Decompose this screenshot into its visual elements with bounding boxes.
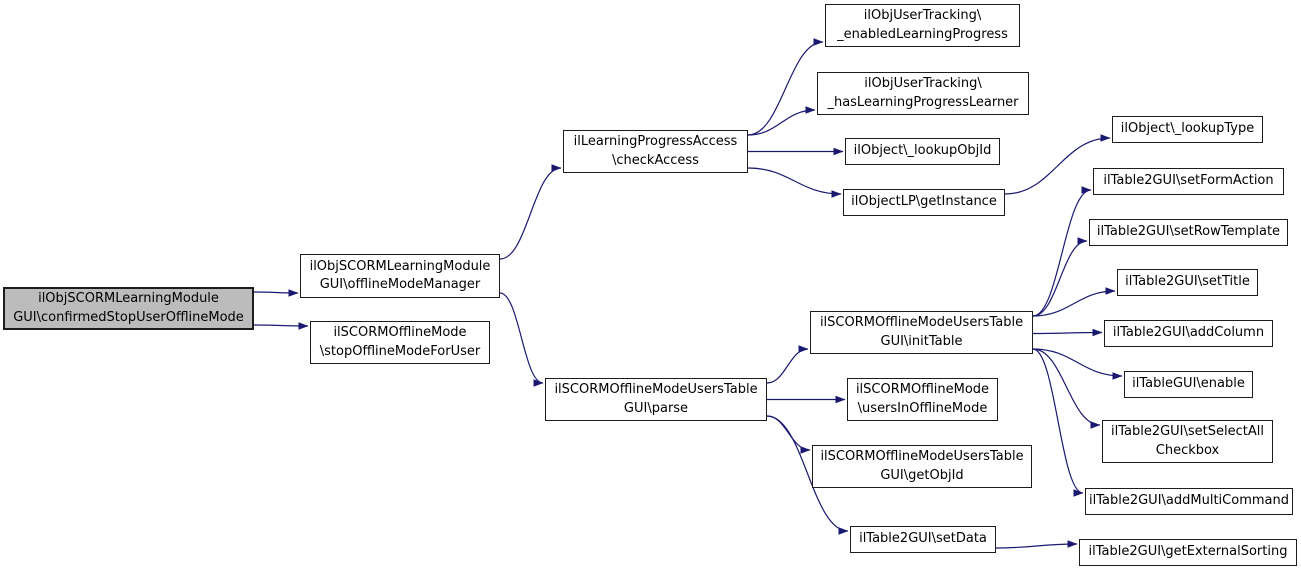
edge-initTable-to-addMultiCommand: [1032, 348, 1084, 497]
node-getInstance[interactable]: ilObjectLP\getInstance: [843, 189, 1005, 216]
node-label: GUI\confirmedStopUserOfflineMode: [13, 309, 244, 325]
node-label: GUI\offlineModeManager: [319, 277, 481, 292]
node-label: ilObjUserTracking\: [864, 76, 982, 91]
node-enabledLearningProgress[interactable]: ilObjUserTracking\ _enabledLearningProgre…: [825, 4, 1020, 47]
node-label: ilObjUserTracking\: [863, 8, 982, 23]
node-label: \usersInOfflineMode: [857, 400, 988, 416]
node-label: ilSCORMOfflineModeUsersTable: [819, 315, 1024, 330]
edge-initTable-to-addColumn: [1032, 328, 1103, 337]
node-checkAccess[interactable]: ilLearningProgressAccess \checkAccess: [563, 130, 748, 173]
edge-initTable-to-setSelectAllCheckbox: [1032, 348, 1101, 429]
edge-confirmedStopUserOfflineMode-to-stopOfflineModeForUser: [253, 322, 309, 330]
node-addMultiCommand[interactable]: ilTable2GUI\addMultiCommand: [1085, 488, 1293, 515]
edge-confirmedStopUserOfflineMode-to-offlineModeManager: [253, 289, 299, 297]
node-label: ilSCORMOfflineMode: [855, 382, 990, 397]
node-label: ilTable2GUI\getExternalSorting: [1088, 544, 1288, 560]
node-lookupType[interactable]: ilObject\_lookupType: [1112, 116, 1263, 143]
edge-initTable-to-setTitle: [1032, 287, 1116, 317]
edge-parse-to-initTable: [766, 345, 809, 384]
node-label: _enabledLearningProgress: [837, 26, 1008, 42]
node-label: \stopOfflineModeForUser: [319, 343, 481, 359]
node-addColumn[interactable]: ilTable2GUI\addColumn: [1104, 320, 1273, 347]
node-label: ilObjectLP\getInstance: [851, 194, 997, 210]
node-label: \checkAccess: [612, 152, 699, 168]
node-getExternalSorting[interactable]: ilTable2GUI\getExternalSorting: [1079, 539, 1297, 566]
node-label: ilObjSCORMLearningModule: [38, 291, 219, 306]
node-label: GUI\initTable: [880, 333, 963, 349]
node-label: ilTable2GUI\setRowTemplate: [1096, 224, 1281, 240]
node-label: ilTable2GUI\setFormAction: [1103, 173, 1274, 189]
node-label: ilTable2GUI\setData: [859, 531, 987, 547]
node-label: ilObjSCORMLearningModule: [309, 258, 491, 274]
edge-checkAccess-to-enabledLearningProgress: [747, 38, 824, 136]
node-label: ilObject\_lookupType: [1120, 121, 1255, 137]
edge-checkAccess-to-getInstance: [747, 167, 842, 198]
node-label: ilSCORMOfflineModeUsersTable: [554, 382, 758, 397]
node-label: GUI\parse: [623, 400, 689, 416]
node-label: ilObject\_lookupObjId: [853, 143, 992, 159]
edge-initTable-to-setFormAction: [1032, 186, 1092, 317]
node-label: ilTable2GUI\setTitle: [1125, 274, 1250, 290]
edge-setData-to-getExternalSorting: [995, 540, 1078, 549]
node-label: ilTable2GUI\setSelectAll: [1110, 424, 1264, 439]
edge-initTable-to-enable: [1032, 348, 1123, 380]
node-enable[interactable]: ilTableGUI\enable: [1124, 371, 1253, 398]
edge-parse-to-getObjId: [766, 415, 811, 454]
node-setTitle[interactable]: ilTable2GUI\setTitle: [1117, 269, 1258, 296]
node-setFormAction[interactable]: ilTable2GUI\setFormAction: [1093, 168, 1284, 195]
node-label: ilLearningProgressAccess: [573, 134, 738, 149]
node-usersInOfflineMode[interactable]: ilSCORMOfflineMode \usersInOfflineMode: [847, 378, 998, 421]
node-label: ilSCORMOfflineModeUsersTable: [820, 449, 1024, 464]
edge-checkAccess-to-hasLearningProgressLearner: [747, 106, 816, 136]
node-label: _hasLearningProgressLearner: [827, 94, 1019, 110]
node-label: ilSCORMOfflineMode: [333, 325, 467, 340]
edge-initTable-to-setRowTemplate: [1032, 237, 1088, 317]
node-label: ilTable2GUI\addMultiCommand: [1089, 493, 1289, 509]
node-label: ilTable2GUI\addColumn: [1112, 325, 1265, 341]
node-stopOfflineModeForUser[interactable]: ilSCORMOfflineMode \stopOfflineModeForUse…: [310, 321, 490, 364]
node-lookupObjId[interactable]: ilObject\_lookupObjId: [845, 138, 1000, 165]
edge-offlineModeManager-to-checkAccess: [499, 164, 562, 260]
node-setRowTemplate[interactable]: ilTable2GUI\setRowTemplate: [1089, 219, 1288, 246]
node-label: GUI\getObjId: [880, 467, 964, 483]
node-setData[interactable]: ilTable2GUI\setData: [850, 526, 996, 553]
node-label: ilTableGUI\enable: [1132, 376, 1245, 392]
node-label: Checkbox: [1155, 442, 1220, 458]
edge-offlineModeManager-to-parse: [499, 292, 544, 387]
node-hasLearningProgressLearner[interactable]: ilObjUserTracking\ _hasLearningProgressLe…: [817, 72, 1029, 115]
